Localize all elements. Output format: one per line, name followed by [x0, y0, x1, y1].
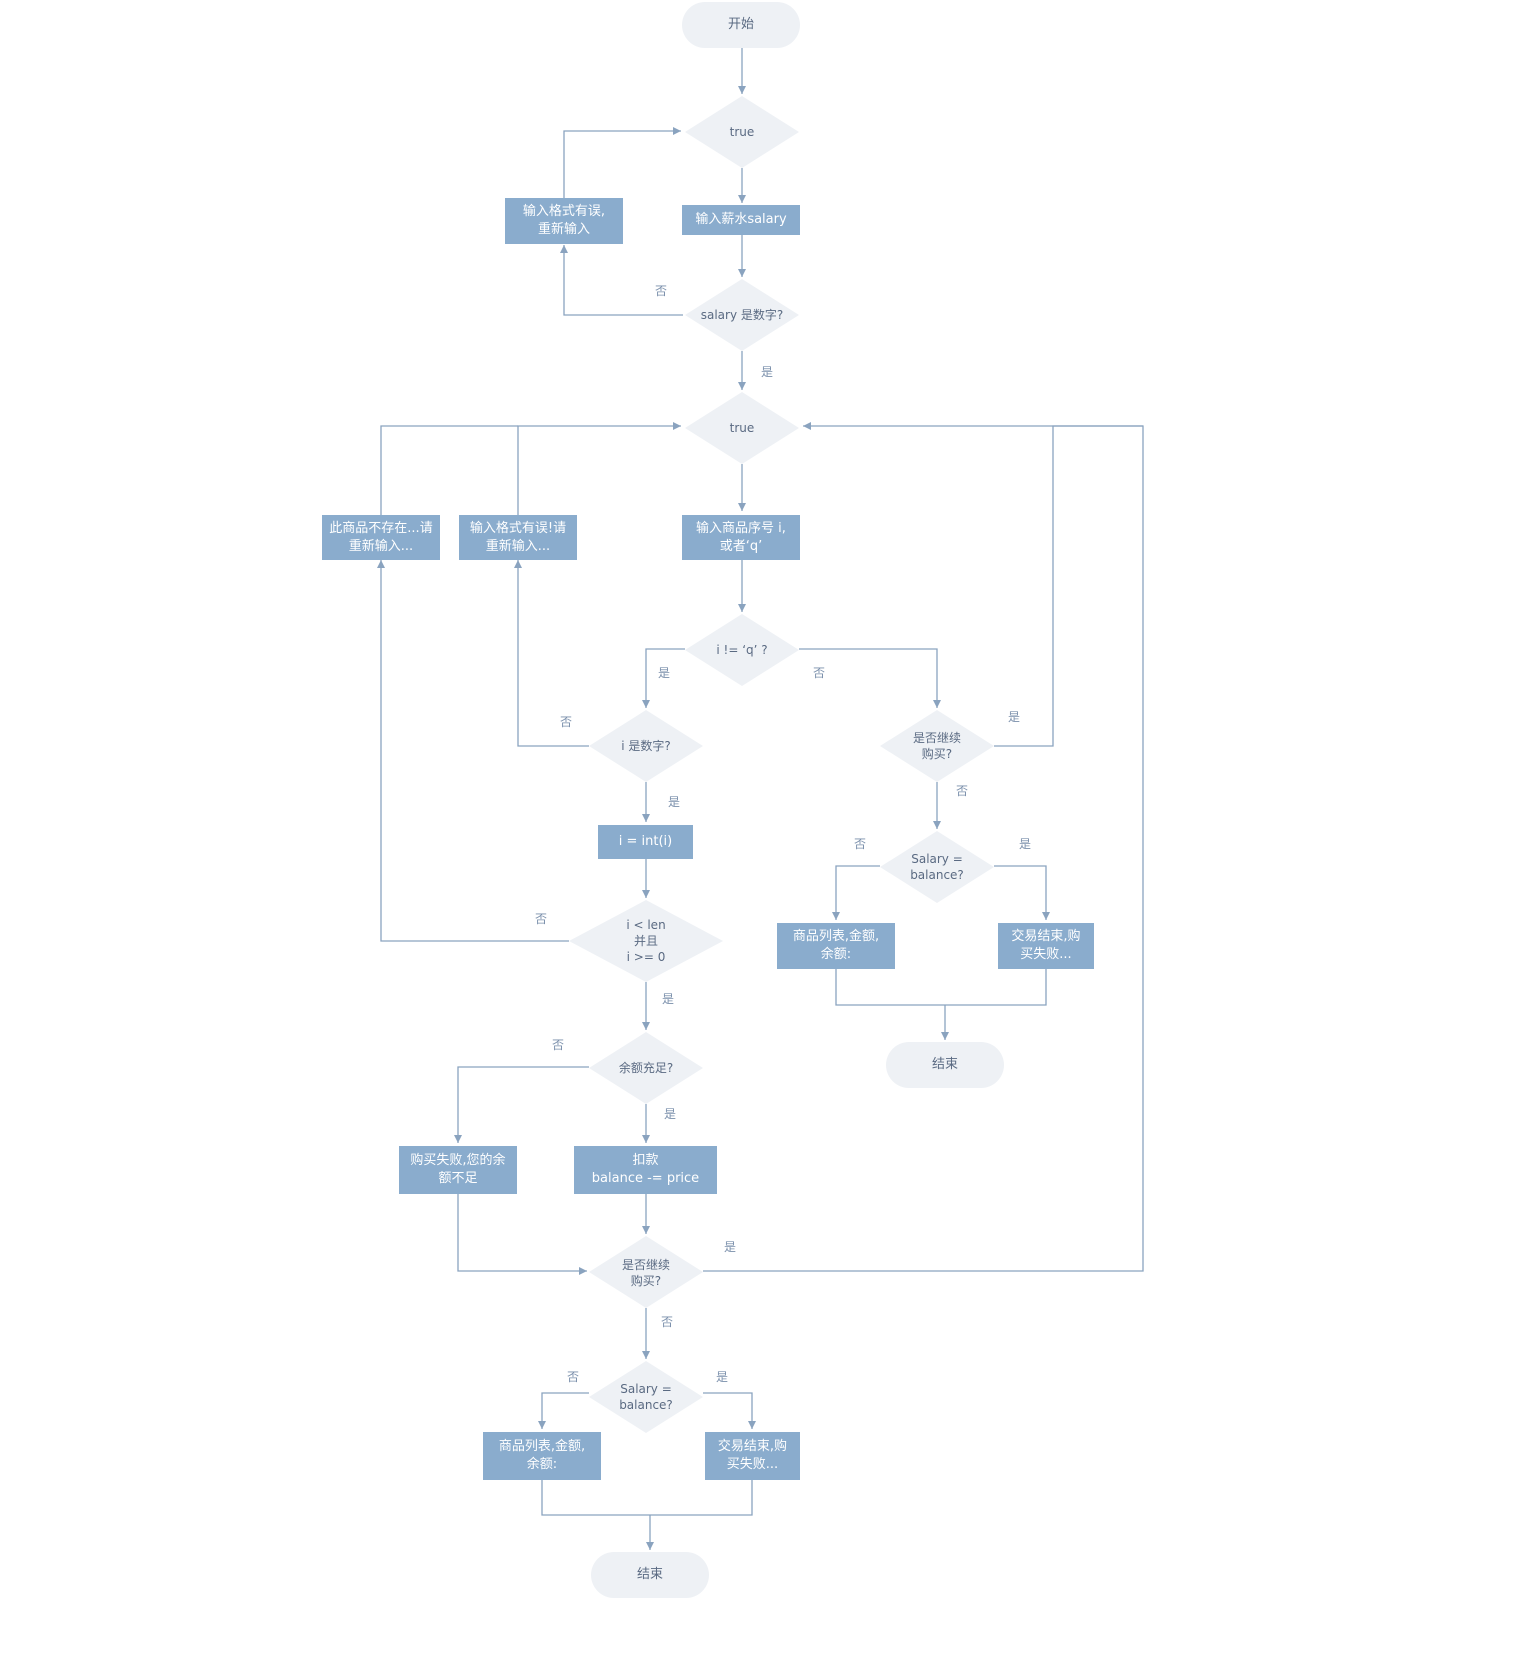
eq-left-yes-label: 是	[716, 1370, 729, 1384]
eq-right-label: Salary = balance?	[910, 852, 964, 882]
continue-right-yes-label: 是	[1008, 710, 1021, 724]
not-exist-box: 此商品不存在...请 重新输入...	[322, 515, 440, 560]
not-q-diamond	[685, 614, 799, 686]
is-number-yes-label: 是	[668, 795, 681, 809]
end-terminal-left: 结束	[591, 1552, 709, 1598]
eq-left-diamond	[589, 1361, 703, 1433]
is-number-no-label: 否	[560, 715, 573, 729]
eq-right-yes-label: 是	[1019, 837, 1032, 851]
is-number-label: i 是数字?	[621, 739, 671, 753]
range-check-label: i < len 并且 i >= 0	[626, 918, 666, 964]
range-no-label: 否	[535, 912, 548, 926]
eq-right-diamond	[880, 831, 994, 903]
not-q-yes-label: 是	[658, 666, 671, 680]
list-right-box: 商品列表,金额, 余额:	[777, 923, 895, 969]
eq-right-no-label: 否	[854, 837, 867, 851]
salary-error-box: 输入格式有误, 重新输入	[505, 198, 623, 244]
insufficient-box: 购买失败,您的余 额不足	[399, 1146, 517, 1194]
balance-yes-label: 是	[664, 1107, 677, 1121]
continue-right-label: 是否继续 购买?	[912, 731, 961, 761]
continue-right-diamond	[880, 710, 994, 782]
end-terminal-right: 结束	[886, 1042, 1004, 1088]
loop2-diamond	[685, 392, 799, 464]
salary-no-label: 否	[655, 284, 668, 298]
not-q-no-label: 否	[813, 666, 826, 680]
continue-left-yes-label: 是	[724, 1240, 737, 1254]
deduct-box: 扣款 balance -= price	[574, 1146, 717, 1194]
salary-check-label: salary 是数字?	[700, 308, 784, 322]
balance-no-label: 否	[552, 1038, 565, 1052]
input-salary-box: 输入薪水salary	[682, 205, 800, 235]
continue-right-no-label: 否	[956, 784, 969, 798]
eq-left-label: Salary = balance?	[619, 1382, 673, 1412]
loop2-label: true	[729, 421, 755, 435]
loop1-label: true	[729, 125, 755, 139]
continue-left-diamond	[589, 1236, 703, 1308]
eq-left-no-label: 否	[567, 1370, 580, 1384]
range-check-diamond	[569, 900, 723, 982]
format-error-box: 输入格式有误!请 重新输入...	[459, 515, 577, 560]
continue-left-label: 是否继续 购买?	[621, 1258, 670, 1288]
continue-left-no-label: 否	[661, 1315, 674, 1329]
salary-yes-label: 是	[761, 365, 774, 379]
input-item-box: 输入商品序号 i, 或者‘q’	[682, 515, 800, 560]
not-q-label: i != ‘q’ ?	[716, 643, 768, 657]
salary-check-diamond	[685, 279, 799, 351]
enough-balance-label: 余额充足?	[618, 1061, 674, 1075]
start-terminal: 开始	[682, 2, 800, 48]
loop1-diamond	[685, 96, 799, 168]
range-yes-label: 是	[662, 992, 675, 1006]
fail-right-box: 交易结束,购 买失败...	[998, 923, 1094, 969]
list-left-box: 商品列表,金额, 余额:	[483, 1432, 601, 1480]
enough-balance-diamond	[589, 1032, 703, 1104]
to-int-box: i = int(i)	[598, 825, 693, 859]
fail-left-box: 交易结束,购 买失败...	[705, 1432, 800, 1480]
is-number-diamond	[589, 710, 703, 782]
